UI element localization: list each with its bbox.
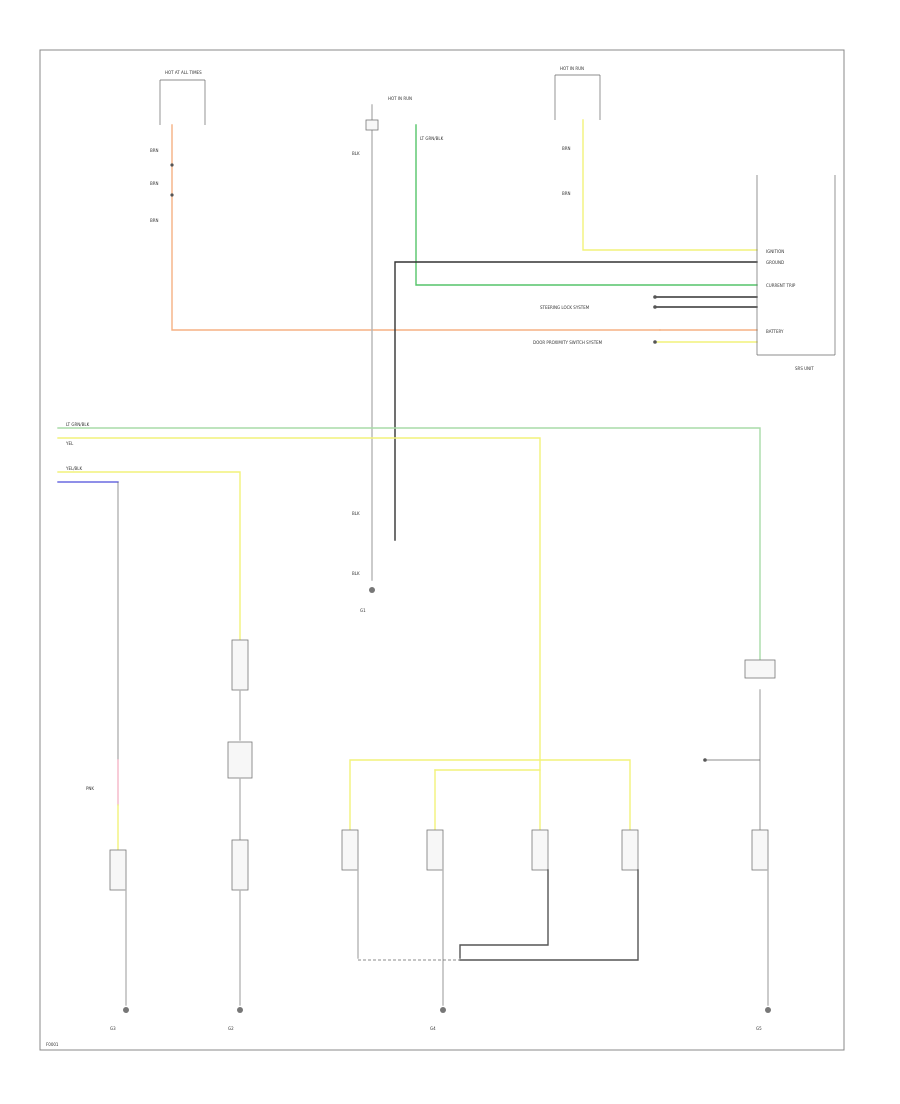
- connector-right: [744, 659, 776, 679]
- fuse-right-hot-label: HOT IN RUN: [560, 66, 584, 71]
- label-brn-2: BRN: [150, 181, 159, 186]
- label-ltgrn-bus: LT GRN/BLK: [66, 422, 90, 427]
- ecu-pin-battery: BATTERY: [766, 329, 784, 334]
- switch-3: [531, 829, 549, 871]
- srs-unit: IGNITION GROUND CURRENT TRIP BATTERY SRS…: [756, 175, 836, 371]
- label-g4: G4: [430, 1026, 436, 1031]
- switch-1: [341, 829, 359, 871]
- label-brn-3: BRN: [150, 218, 159, 223]
- wire-yellow-switch-bus: [349, 759, 631, 831]
- ground-symbol-1: [123, 1007, 129, 1013]
- label-brn-4: BRN: [562, 146, 571, 151]
- ground-symbol-4: [765, 1007, 771, 1013]
- label-yel-bus: YEL: [65, 441, 74, 446]
- label-blk-3: BLK: [352, 571, 360, 576]
- label-pnk: PNK: [86, 786, 94, 791]
- wire-yellow-bus: [57, 437, 541, 761]
- diagram-frame: [39, 49, 845, 1051]
- label-door-prox: DOOR PROXIMITY SWITCH SYSTEM: [533, 340, 603, 345]
- splice-center-top: [365, 119, 379, 131]
- label-blk-2: BLK: [352, 511, 360, 516]
- wire-green-top: [415, 124, 758, 286]
- wire-yellow-left: [57, 471, 241, 641]
- component-module-2: [227, 741, 253, 779]
- wire-orange-main: [171, 124, 661, 331]
- label-blk-1: BLK: [352, 151, 360, 156]
- wire-black-top: [394, 261, 758, 541]
- page-code: F0001: [46, 1042, 59, 1047]
- ground-symbol-2: [237, 1007, 243, 1013]
- label-hot-in-run-center: HOT IN RUN: [388, 96, 412, 101]
- label-steering-lock: STEERING LOCK SYSTEM: [540, 305, 590, 310]
- ecu-pin-current-trip: CURRENT TRIP: [766, 283, 796, 288]
- connector-dot: [170, 163, 174, 167]
- ecu-title: SRS UNIT: [795, 366, 814, 371]
- wire-yellow-top: [582, 119, 758, 251]
- connector-dot: [653, 340, 657, 344]
- switch-2: [426, 829, 444, 871]
- wire-lightgreen-bus: [57, 427, 761, 661]
- label-g3: G3: [110, 1026, 116, 1031]
- connector-dot: [653, 305, 657, 309]
- ecu-pin-ignition: IGNITION: [766, 249, 784, 254]
- switch-4: [621, 829, 639, 871]
- ecu-pin-ground: GROUND: [766, 260, 784, 265]
- connector-dot: [653, 295, 657, 299]
- connector-dot: [170, 193, 174, 197]
- fuse-left-hot-label: HOT AT ALL TIMES: [165, 70, 202, 75]
- label-lt-grn: LT GRN/BLK: [420, 136, 444, 141]
- label-g5: G5: [756, 1026, 762, 1031]
- switch-right: [751, 829, 769, 871]
- wire-black-return: [459, 869, 549, 959]
- label-brn-5: BRN: [562, 191, 571, 196]
- fuse-block-left: HOT AT ALL TIMES: [159, 70, 206, 125]
- wire-black-return-2: [459, 869, 639, 961]
- label-g2: G2: [228, 1026, 234, 1031]
- ground-symbol-center: [369, 587, 375, 593]
- component-module-1: [231, 639, 249, 691]
- label-brn-1: BRN: [150, 148, 159, 153]
- switch-left: [109, 849, 127, 891]
- ground-symbol-3: [440, 1007, 446, 1013]
- component-module-3: [231, 839, 249, 891]
- label-yel-left: YEL/BLK: [65, 466, 83, 471]
- fuse-block-right: HOT IN RUN: [554, 66, 601, 120]
- label-g1: G1: [360, 608, 366, 613]
